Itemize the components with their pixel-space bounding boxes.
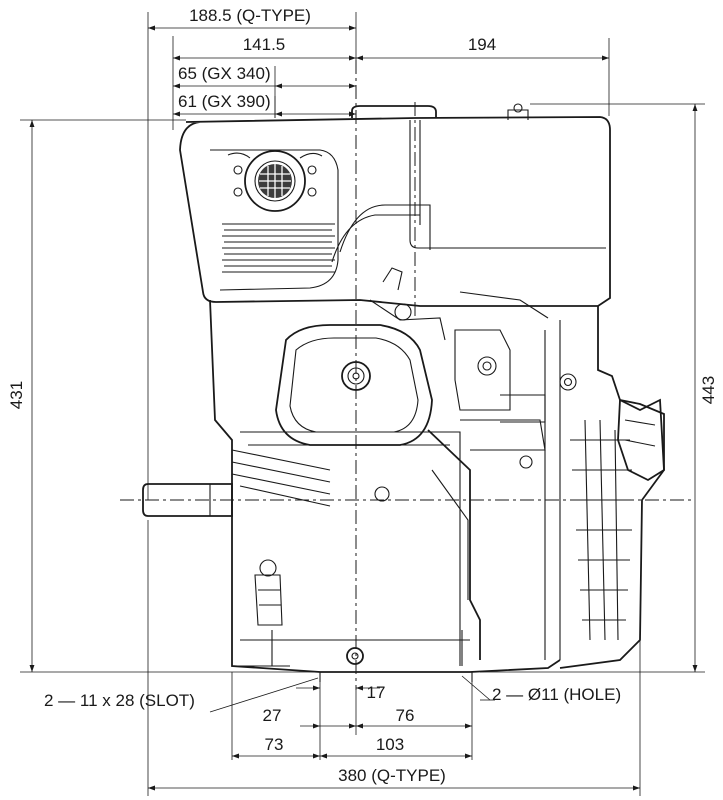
- dim-27: 27: [263, 706, 282, 725]
- dim-194: 194: [468, 35, 496, 54]
- dim-380: 380 (Q-TYPE): [338, 766, 446, 785]
- recoil-starter-handle: [617, 398, 665, 482]
- rocker-cover: [275, 324, 433, 446]
- dimension-labels: 188.5 (Q-TYPE) 141.5 194 65 (GX 340) 61 …: [7, 6, 718, 785]
- dim-103: 103: [376, 735, 404, 754]
- output-shaft: [142, 483, 233, 517]
- dim-17: 17: [367, 683, 386, 702]
- dim-76: 76: [396, 706, 415, 725]
- carburetor-assembly: [369, 267, 577, 469]
- engine-outline: [120, 60, 695, 690]
- dim-188-5: 188.5 (Q-TYPE): [189, 6, 311, 25]
- air-filter-mesh: [258, 164, 292, 198]
- dim-443: 443: [699, 376, 718, 404]
- dim-gx340: 65 (GX 340): [178, 64, 271, 83]
- dim-gx390: 61 (GX 390): [178, 92, 271, 111]
- hole-callout: 2 — Ø11 (HOLE): [492, 685, 621, 704]
- dim-431: 431: [7, 381, 26, 409]
- dimension-lines: [20, 12, 705, 796]
- slot-callout: 2 — 11 x 28 (SLOT): [44, 691, 195, 710]
- dim-73: 73: [265, 735, 284, 754]
- oil-filler: [254, 559, 283, 626]
- cooling-louvres: [222, 223, 335, 273]
- dim-141-5: 141.5: [243, 35, 286, 54]
